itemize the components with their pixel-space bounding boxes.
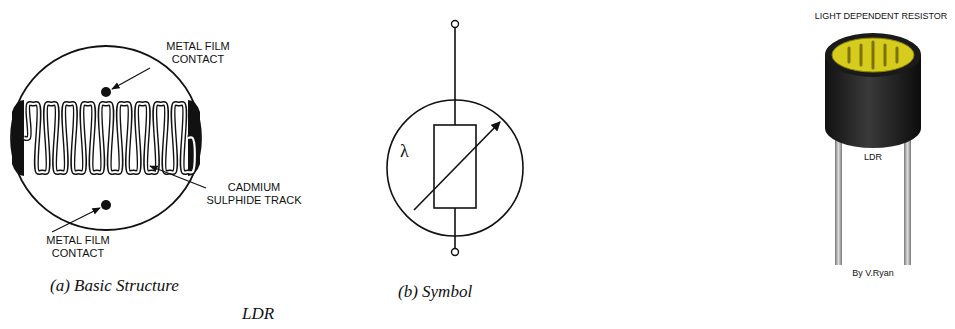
track-stroke (872, 42, 875, 68)
track-inner (24, 103, 195, 172)
figure-caption: (a) Basic Structure (50, 276, 179, 296)
ldr-component (825, 33, 921, 265)
track-stroke (896, 48, 899, 62)
figure-caption: (b) Symbol (398, 282, 472, 302)
component-label: LDR (858, 152, 888, 162)
track-stroke (848, 48, 851, 62)
credit-label: By V.Ryan (838, 268, 908, 278)
diagram-caption: LDR (242, 304, 274, 324)
track-outline (24, 103, 195, 172)
track-stroke (860, 45, 863, 65)
track-stroke (884, 45, 887, 65)
ldr-window-track (849, 42, 897, 68)
part-label: METAL FILM CONTACT (148, 40, 248, 65)
ldr-symbol (387, 21, 523, 256)
component-title: LIGHT DEPENDENT RESISTOR (811, 11, 951, 21)
symbol-letter: λ (400, 141, 409, 162)
cadmium-sulphide-track (24, 103, 195, 172)
ldr-structure (11, 46, 206, 232)
part-label: METAL FILM CONTACT (28, 234, 128, 259)
part-label: CADMIUM SULPHIDE TRACK (206, 181, 302, 206)
